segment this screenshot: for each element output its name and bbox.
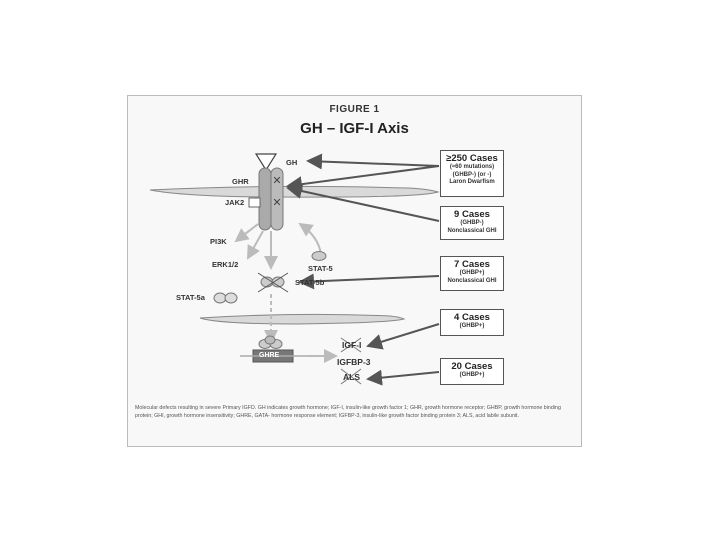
case-detail: Laron Dwarfism [441,179,503,187]
ghr-label: GHR [232,177,249,186]
pathway-diagram: ✕ ✕ [128,96,583,448]
jak2-label: JAK2 [225,198,244,207]
receptor-mutation-mark: ✕ [272,175,281,187]
igfbp3-label: IGFBP-3 [337,357,371,367]
case-count: 4 Cases [441,312,503,323]
case-box-9: 9 Cases (GHBP-) Nonclassical GHI [440,206,504,240]
jak2-box [249,198,260,207]
case-detail: (≈60 mutations) [441,164,503,172]
case-box-20: 20 Cases (GHBP+) [440,358,504,385]
arrow-case-5 [368,372,439,379]
case-detail: (GHBP+) [441,323,503,331]
figure-caption: Molecular defects resulting in severe Pr… [135,405,575,420]
case-detail: (GHBP-) (or -) [441,172,503,180]
case-box-laron: ≥250 Cases (≈60 mutations) (GHBP-) (or -… [440,150,504,197]
figure-title: GH – IGF-I Axis [128,120,581,137]
figure-panel: ✕ ✕ [127,95,582,447]
stat5a-oval [225,293,237,303]
ghre-stat-oval [265,336,275,344]
figure-label: FIGURE 1 [128,104,581,115]
stat5-label: STAT-5 [308,264,333,273]
case-detail: (GHBP+) [441,270,503,278]
receptor-mutation-mark: ✕ [272,197,281,209]
stat5a-label: STAT-5a [176,293,205,302]
case-count: ≥250 Cases [441,153,503,164]
case-count: 20 Cases [441,361,503,372]
arrow-case-1 [308,161,439,166]
case-detail: (GHBP+) [441,372,503,380]
igf1-label: IGF-I [342,340,361,350]
gh-label: GH [286,158,297,167]
case-detail: Nonclassical GHI [441,228,503,236]
als-label: ALS [343,372,360,382]
stat5a-oval [214,293,226,303]
case-box-4: 4 Cases (GHBP+) [440,309,504,336]
case-count: 7 Cases [441,259,503,270]
arrow-case-4 [368,324,439,346]
case-detail: (GHBP-) [441,220,503,228]
case-box-7: 7 Cases (GHBP+) Nonclassical GHI [440,256,504,291]
erk-label: ERK1/2 [212,260,238,269]
stat5-oval [312,252,326,261]
nuclear-membrane [200,314,404,324]
stat5b-label: STAT-5b [295,278,324,287]
arrow-case-1b [288,166,439,186]
ghre-label: GHRE [259,352,279,359]
case-count: 9 Cases [441,209,503,220]
pi3k-label: PI3K [210,237,227,246]
cell-membrane [150,186,438,197]
ghr-receptor-left [259,168,271,230]
case-detail: Nonclassical GHI [441,278,503,286]
